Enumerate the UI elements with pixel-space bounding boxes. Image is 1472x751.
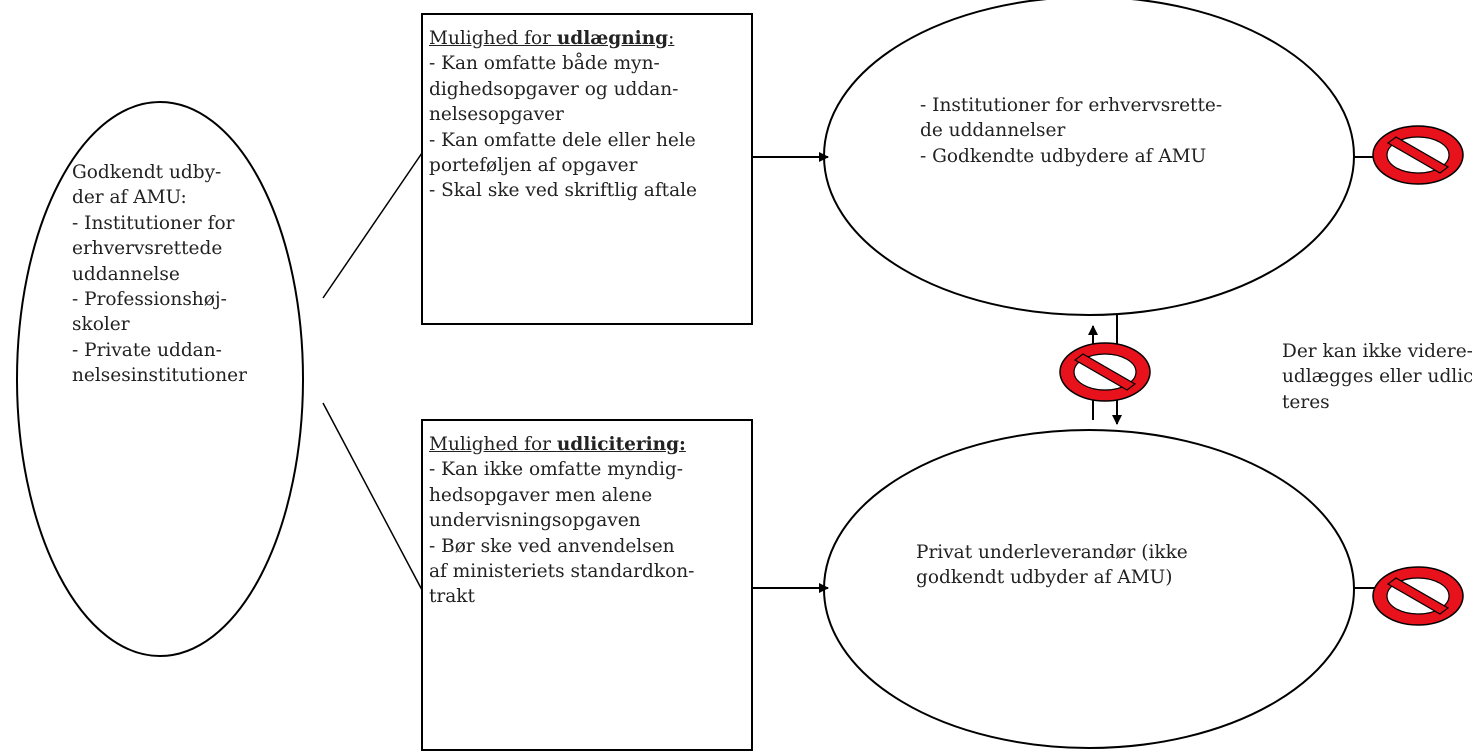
heading-keyword: udlicitering: — [556, 434, 686, 455]
text-line: Der kan ikke videre- — [1282, 341, 1472, 362]
approved-provider-ellipse — [16, 101, 304, 657]
text-line: godkendt udbyder af AMU) — [916, 567, 1173, 589]
text-line: hedsopgaver men alene — [429, 484, 653, 506]
text-line: der af AMU: — [72, 187, 187, 209]
outsourcing-box-text: Mulighed for udlægning: - Kan omfatte bå… — [429, 26, 697, 204]
heading-prefix: Mulighed for — [429, 434, 557, 455]
private-subcontractor-text: Privat underleverandør (ikke godkendt ud… — [916, 540, 1188, 591]
heading-prefix: Mulighed for — [429, 28, 557, 49]
text-line: - Institutioner for — [72, 212, 235, 234]
connector-line-bottom — [322, 402, 423, 591]
box-heading: Mulighed for udlægning: — [429, 26, 697, 51]
text-line: - Godkendte udbydere af AMU — [920, 145, 1207, 167]
text-line: - Skal ske ved skriftlig aftale — [429, 180, 698, 202]
prohibition-icon — [1059, 342, 1151, 402]
text-line: uddannelse — [72, 263, 180, 285]
text-line: - Kan omfatte dele eller hele — [429, 129, 696, 151]
text-line: - Institutioner for erhvervsrette- — [920, 95, 1223, 116]
text-line: undervisningsopgaven — [429, 510, 641, 532]
text-line: nelsesinstitutioner — [72, 365, 247, 387]
text-line: skoler — [72, 314, 130, 336]
outsourcing-box — [421, 13, 753, 325]
connector-line-top — [322, 152, 423, 299]
text-line: - Private uddan- — [72, 339, 222, 361]
text-line: de uddannelser — [920, 120, 1066, 142]
prohibition-icon — [1372, 125, 1464, 185]
tendering-box-text: Mulighed for udlicitering: - Kan ikke om… — [429, 432, 694, 610]
text-line: udlægges eller udlici- — [1282, 366, 1472, 388]
text-line: - Professionshøj- — [72, 289, 227, 311]
text-line: teres — [1282, 391, 1330, 413]
text-line: - Kan ikke omfatte myndig- — [429, 459, 683, 481]
box-heading: Mulighed for udlicitering: — [429, 432, 694, 457]
approved-provider-text: Godkendt udby- der af AMU: - Institution… — [72, 160, 247, 389]
text-line: - Kan omfatte både myn- — [429, 53, 660, 75]
text-line: Privat underleverandør (ikke — [916, 542, 1188, 563]
tendering-box — [421, 419, 753, 751]
institutions-text: - Institutioner for erhvervsrette- de ud… — [920, 93, 1222, 169]
text-line: dighedsopgaver og uddan- — [429, 78, 679, 100]
text-line: porteføljen af opgaver — [429, 155, 638, 177]
heading-suffix: : — [668, 28, 675, 49]
text-line: Godkendt udby- — [72, 162, 222, 183]
text-line: nelsesopgaver — [429, 104, 564, 126]
heading-keyword: udlægning — [556, 28, 669, 49]
prohibition-icon — [1372, 566, 1464, 626]
text-line: erhvervsrettede — [72, 238, 223, 260]
text-line: af ministeriets standardkon- — [429, 561, 695, 583]
side-note: Der kan ikke videre- udlægges eller udli… — [1282, 339, 1472, 415]
text-line: trakt — [429, 586, 475, 608]
text-line: - Bør ske ved anvendelsen — [429, 535, 675, 557]
